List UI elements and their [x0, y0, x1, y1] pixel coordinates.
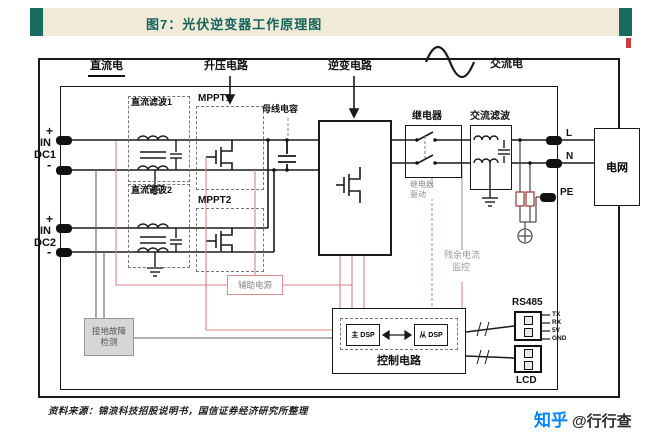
dc-filter2-box — [128, 184, 190, 268]
dsp-group-box — [340, 318, 458, 350]
grid-box: 电网 — [594, 128, 640, 206]
pin-tx-label: TX — [552, 311, 561, 318]
watermark-handle: @行行查 — [572, 413, 632, 430]
ground-fault-line2: 检测 — [100, 337, 118, 347]
dsp-slave-box: 从 DSP — [414, 324, 448, 346]
lcd-connector-cell — [524, 361, 533, 370]
rs485-label: RS485 — [512, 297, 543, 308]
zhihu-logo-text: 知乎 — [534, 411, 568, 430]
title-bar: 图7：光伏逆变器工作原理图 — [30, 8, 632, 36]
watermark: 知乎@行行查 — [534, 406, 632, 431]
lcd-label: LCD — [516, 375, 537, 386]
control-circuit-box — [332, 308, 466, 374]
mppt2-box — [196, 208, 264, 272]
lcd-connector-cell — [524, 349, 533, 358]
outer-frame — [38, 58, 620, 398]
terminal-PE — [540, 193, 556, 202]
mppt2-label: MPPT2 — [198, 195, 232, 206]
title-bar-left-cap — [30, 8, 43, 36]
terminal-N — [546, 159, 562, 168]
relay-drive-line1: 继电器 — [410, 180, 434, 189]
inverter-enclosure — [60, 86, 558, 390]
ac-filter-box — [470, 125, 512, 190]
dc1-plus-terminal — [56, 136, 72, 145]
dc-filter1-label: 直流滤波1 — [131, 97, 173, 107]
label-ac-power: 交流电 — [490, 58, 523, 70]
relay-drive-label: 继电器 驱动 — [410, 180, 452, 200]
dc1-name-label: DC1 — [34, 149, 57, 161]
rs485-connector-cell — [524, 316, 533, 325]
label-inverter-circuit: 逆变电路 — [328, 60, 372, 72]
control-circuit-label: 控制电路 — [377, 355, 421, 367]
rs485-connector-cell — [524, 328, 533, 337]
relay-label: 继电器 — [412, 111, 442, 122]
lcd-connector — [514, 345, 542, 373]
pin-gnd-label: GND — [552, 335, 567, 342]
residual-current-line2: 监控 — [452, 261, 471, 272]
dc2-minus-terminal — [56, 248, 72, 257]
dc2-name-label: DC2 — [34, 237, 57, 249]
figure-title: 图7：光伏逆变器工作原理图 — [146, 17, 323, 32]
dc1-minus-label: - — [47, 157, 52, 172]
label-dc-power: 直流电 — [88, 60, 125, 77]
dc2-minus-label: - — [47, 244, 52, 259]
pin-rx-label: RX — [552, 319, 562, 326]
residual-current-label: 残余电流 监控 — [444, 250, 480, 273]
terminal-L — [546, 136, 562, 145]
label-boost-circuit: 升压电路 — [204, 60, 248, 72]
relay-drive-line2: 驱动 — [410, 189, 426, 199]
dsp-master-box: 主 DSP — [346, 324, 380, 346]
terminal-PE-label: PE — [560, 187, 574, 198]
dc2-plus-label: + — [46, 212, 54, 226]
inverter-block — [318, 120, 392, 256]
dc-filter2-label: 直流滤波2 — [131, 185, 173, 195]
mppt1-label: MPPT1 — [198, 93, 232, 104]
rs485-connector — [514, 311, 542, 341]
dc1-minus-terminal — [56, 166, 72, 175]
pin-5v-label: 5V — [552, 327, 560, 334]
mppt1-box — [196, 106, 264, 190]
dc-filter1-box — [128, 96, 190, 182]
relay-box — [405, 125, 462, 178]
aux-power-box: 辅助电源 — [227, 275, 283, 295]
terminal-L-label: L — [566, 128, 573, 139]
dc2-in-label: IN — [40, 225, 51, 237]
ac-filter-label: 交流滤波 — [470, 111, 510, 122]
bus-cap-label: 母线电容 — [262, 104, 299, 114]
source-note: 资料来源：锦浪科技招股说明书，国信证券经济研究所整理 — [48, 406, 309, 417]
title-bar-right-cap — [619, 8, 632, 36]
ground-fault-box: 接地故障 检测 — [84, 318, 134, 356]
red-annotation-mark — [626, 38, 631, 48]
dc1-in-label: IN — [40, 137, 51, 149]
ground-fault-line1: 接地故障 — [91, 326, 126, 337]
terminal-N-label: N — [566, 151, 574, 162]
dc2-plus-terminal — [56, 224, 72, 233]
residual-current-line1: 残余电流 — [444, 250, 481, 260]
dc1-plus-label: + — [46, 124, 54, 138]
